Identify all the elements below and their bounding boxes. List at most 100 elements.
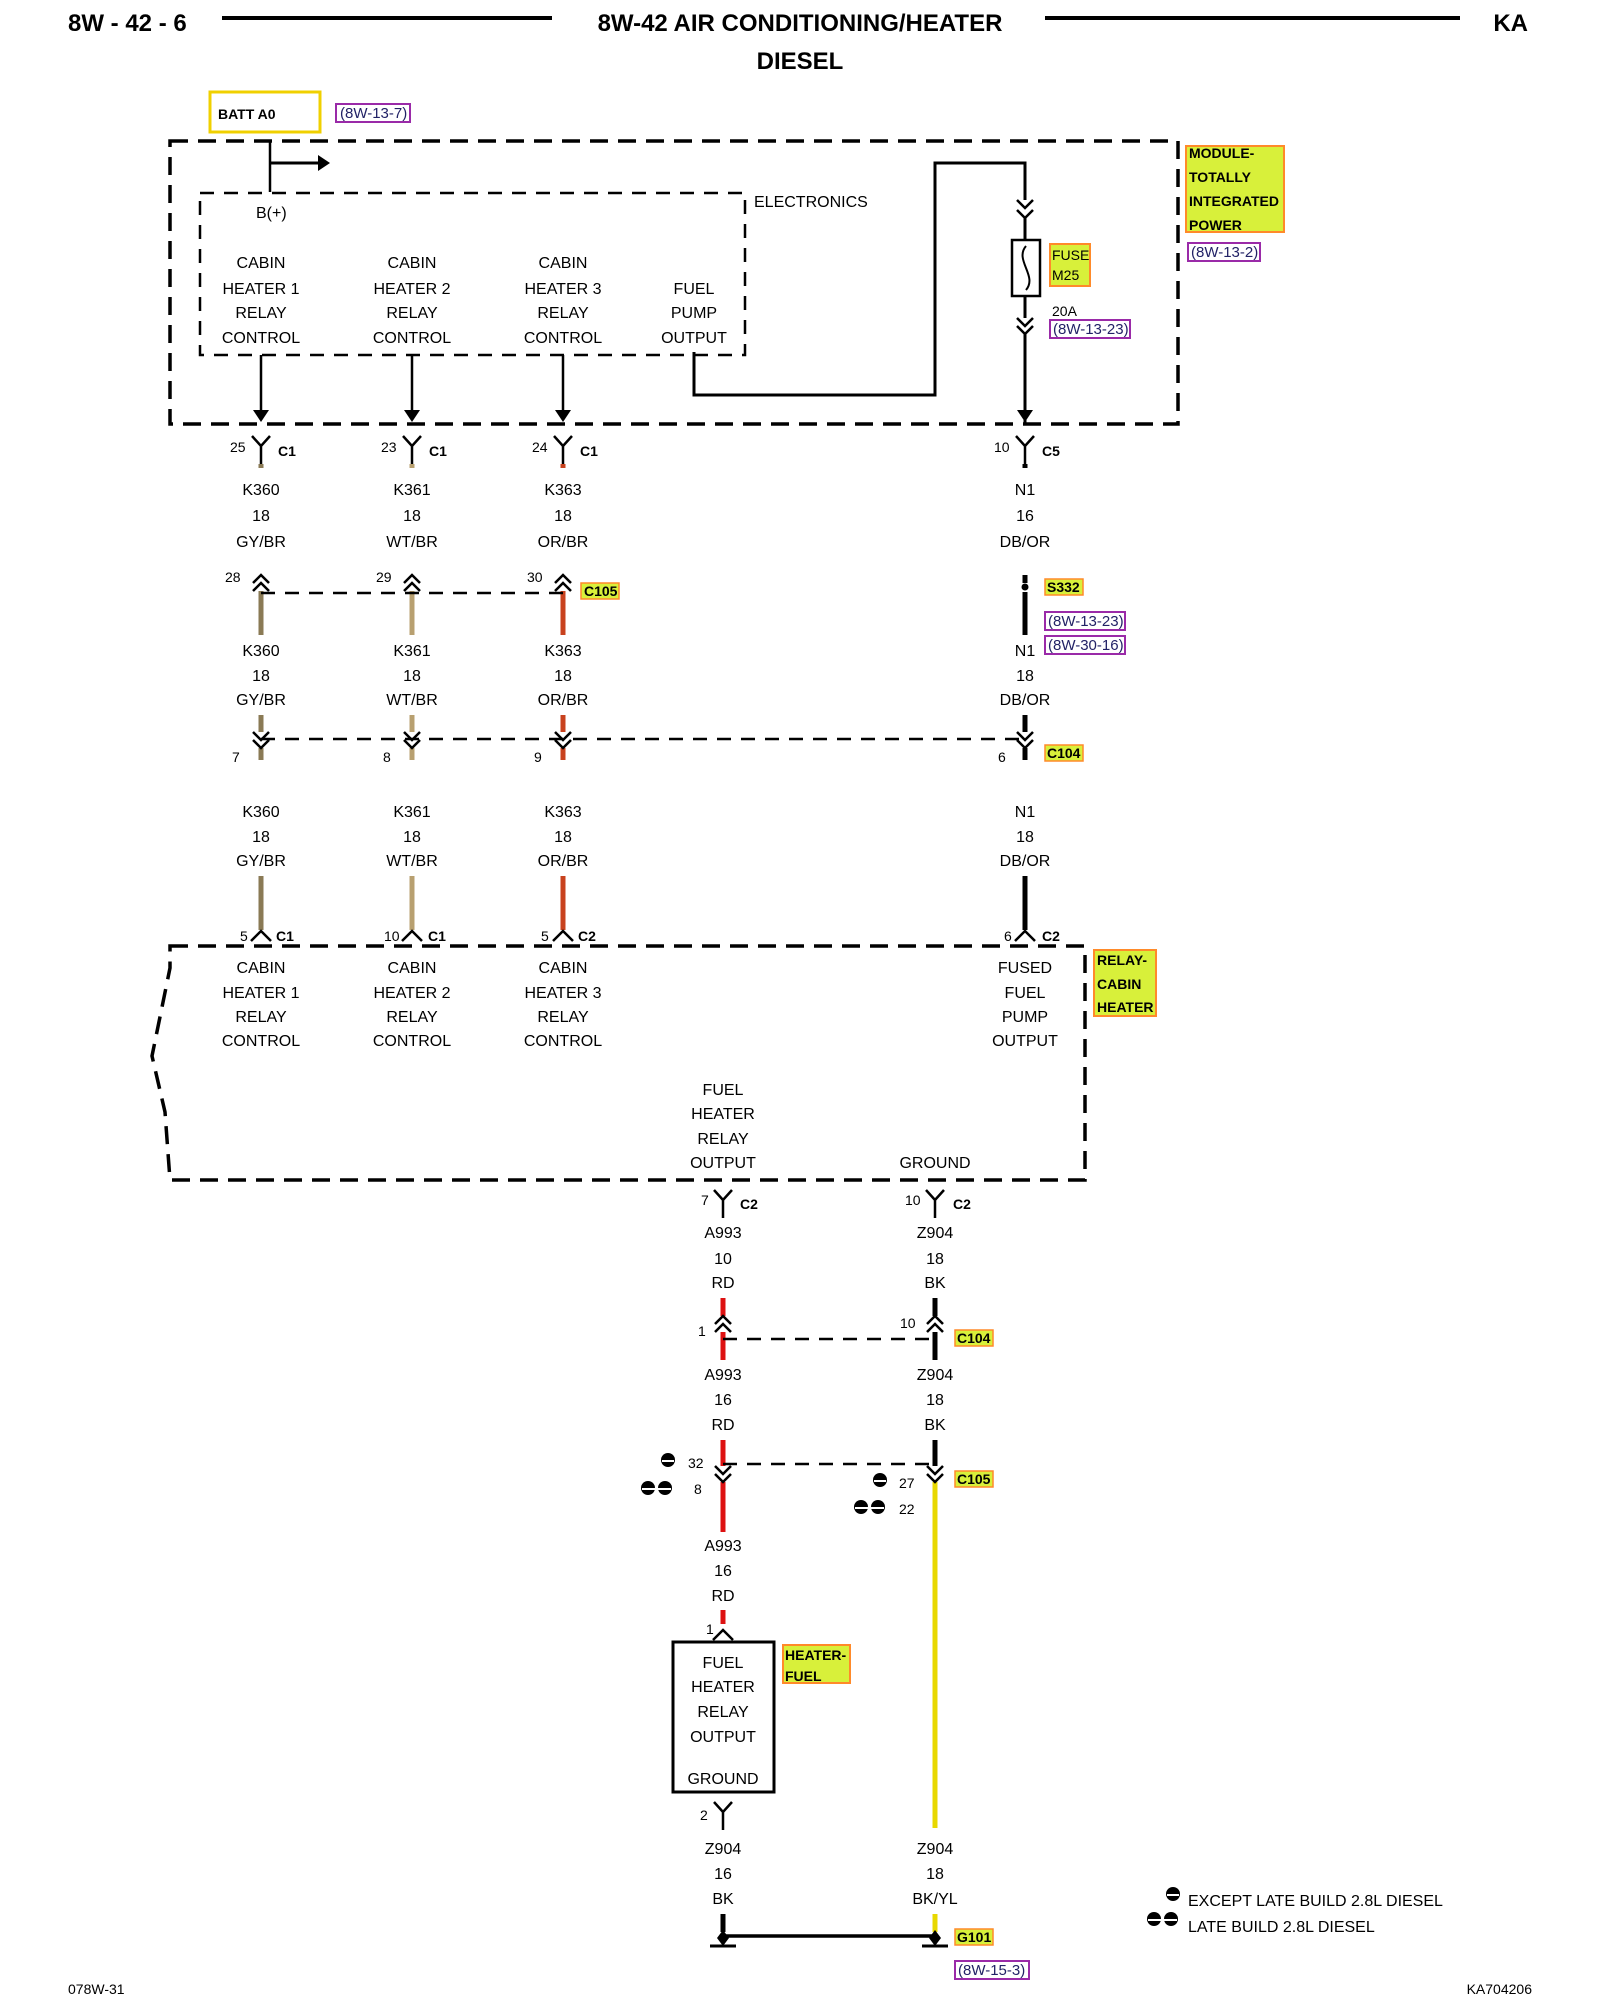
wire-label-a993-b: A993 16 RD <box>704 1367 741 1434</box>
wire-label-n1-seg2: N1 18 DB/OR <box>1000 643 1051 709</box>
c105-bottom-pin-32: 32 <box>688 1455 704 1471</box>
connector-z904-c104 <box>926 1314 944 1333</box>
bplus-label: B(+) <box>256 205 287 222</box>
connector-n1-relay <box>1014 929 1036 942</box>
svg-text:10: 10 <box>994 439 1010 455</box>
svg-text:OUTPUT: OUTPUT <box>690 1155 756 1172</box>
svg-text:18: 18 <box>252 668 270 685</box>
svg-text:C2: C2 <box>740 1196 758 1212</box>
svg-text:K363: K363 <box>544 643 581 660</box>
connector-k360-relay <box>250 929 272 942</box>
fuse-ref-box <box>1049 319 1131 339</box>
single-dot-icon <box>873 1473 887 1487</box>
batt-box <box>208 90 322 134</box>
relay-outline <box>150 944 1087 1182</box>
tipm-ref[interactable]: (8W-13-2) <box>1191 244 1258 261</box>
svg-text:WT/BR: WT/BR <box>386 534 438 551</box>
svg-text:16: 16 <box>714 1563 732 1580</box>
connector-z904-relay <box>925 1189 945 1218</box>
svg-text:GROUND: GROUND <box>687 1771 758 1788</box>
wire-label-k361-seg3: K361 18 WT/BR <box>386 804 438 870</box>
svg-text:K361: K361 <box>393 804 430 821</box>
svg-text:18: 18 <box>926 1866 944 1883</box>
svg-text:WT/BR: WT/BR <box>386 692 438 709</box>
svg-text:Z904: Z904 <box>917 1367 954 1384</box>
svg-text:C1: C1 <box>276 928 294 944</box>
s332-ref2[interactable]: (8W-30-16) <box>1048 637 1124 654</box>
svg-text:18: 18 <box>403 668 421 685</box>
wire-label-k360-seg3: K360 18 GY/BR <box>236 804 286 870</box>
svg-text:OUTPUT: OUTPUT <box>690 1729 756 1746</box>
svg-text:CONTROL: CONTROL <box>524 330 602 347</box>
svg-text:K363: K363 <box>544 482 581 499</box>
svg-text:BK: BK <box>924 1417 946 1434</box>
svg-text:C1: C1 <box>429 443 447 459</box>
connector-a993-relay <box>713 1189 733 1218</box>
s332-ref2-box <box>1044 635 1126 655</box>
electronics-label: ELECTRONICS <box>754 194 868 211</box>
c104-top-label: C104 <box>1047 745 1081 761</box>
c105-bottom-pin-8: 8 <box>694 1481 702 1497</box>
svg-text:Z904: Z904 <box>917 1225 954 1242</box>
svg-text:5: 5 <box>541 928 549 944</box>
c105-top-label: C105 <box>584 583 618 599</box>
svg-text:GY/BR: GY/BR <box>236 853 286 870</box>
svg-text:N1: N1 <box>1015 482 1036 499</box>
svg-text:CABIN: CABIN <box>237 960 286 977</box>
svg-text:24: 24 <box>532 439 548 455</box>
svg-text:K363: K363 <box>544 804 581 821</box>
relay-input-1-label: CABIN HEATER 1 RELAY CONTROL <box>222 960 300 1050</box>
wire-label-z904-ground-right: Z904 18 BK/YL <box>912 1841 957 1908</box>
svg-text:18: 18 <box>554 508 572 525</box>
s332-ref1[interactable]: (8W-13-23) <box>1048 613 1124 630</box>
svg-text:TOTALLY: TOTALLY <box>1189 169 1252 185</box>
svg-text:C1: C1 <box>428 928 446 944</box>
connector-heater-fuel-pin1 <box>712 1628 734 1641</box>
svg-text:OR/BR: OR/BR <box>538 534 589 551</box>
svg-text:N1: N1 <box>1015 643 1036 660</box>
tipm-output-3-label: CABIN HEATER 3 RELAY CONTROL <box>524 255 602 347</box>
fuse-bottom-chevron <box>1016 317 1034 336</box>
svg-text:CONTROL: CONTROL <box>373 330 451 347</box>
fuse-ref[interactable]: (8W-13-23) <box>1053 321 1129 338</box>
single-dot-icon <box>661 1453 675 1467</box>
c105-top-pin-28: 28 <box>225 569 241 585</box>
svg-text:K360: K360 <box>242 804 279 821</box>
c104-top-pin-9: 9 <box>534 749 542 765</box>
svg-text:DB/OR: DB/OR <box>1000 534 1051 551</box>
svg-text:RD: RD <box>711 1588 734 1605</box>
connector-a993-c105 <box>714 1465 732 1484</box>
tipm-tag-box <box>1185 145 1285 233</box>
connector-heater-fuel-pin2 <box>713 1801 733 1830</box>
heater-fuel-name: HEATER- FUEL <box>785 1647 847 1684</box>
relay-pin-c1-5: 5 C1 <box>240 928 294 944</box>
svg-text:CONTROL: CONTROL <box>524 1033 602 1050</box>
tipm-output-leads <box>253 355 1033 422</box>
svg-text:WT/BR: WT/BR <box>386 853 438 870</box>
tipm-pin-23: 23 C1 <box>381 439 447 459</box>
svg-text:HEATER-: HEATER- <box>785 1647 847 1663</box>
tipm-ref-box <box>1187 242 1261 262</box>
svg-text:RD: RD <box>711 1275 734 1292</box>
connector-symbols <box>250 435 1036 1830</box>
connector-k360-tipm <box>251 435 271 464</box>
svg-text:CABIN: CABIN <box>237 255 286 272</box>
wire-label-a993-c: A993 16 RD <box>704 1538 741 1605</box>
svg-text:7: 7 <box>701 1192 709 1208</box>
svg-text:POWER: POWER <box>1189 217 1242 233</box>
svg-text:DB/OR: DB/OR <box>1000 692 1051 709</box>
g101-label: G101 <box>957 1929 991 1945</box>
batt-arrow-head <box>318 155 330 171</box>
svg-text:N1: N1 <box>1015 804 1036 821</box>
batt-ref[interactable]: (8W-13-7) <box>340 105 407 122</box>
svg-text:RELAY: RELAY <box>537 1009 589 1026</box>
svg-text:C5: C5 <box>1042 443 1060 459</box>
connector-a993-c104 <box>714 1314 732 1333</box>
svg-text:10: 10 <box>384 928 400 944</box>
svg-text:C2: C2 <box>578 928 596 944</box>
relay-pin-c1-10: 10 C1 <box>384 928 446 944</box>
svg-text:GY/BR: GY/BR <box>236 534 286 551</box>
g101-ref[interactable]: (8W-15-3) <box>958 1962 1025 1979</box>
svg-text:PUMP: PUMP <box>1002 1009 1048 1026</box>
connector-z904-c105 <box>926 1465 944 1484</box>
